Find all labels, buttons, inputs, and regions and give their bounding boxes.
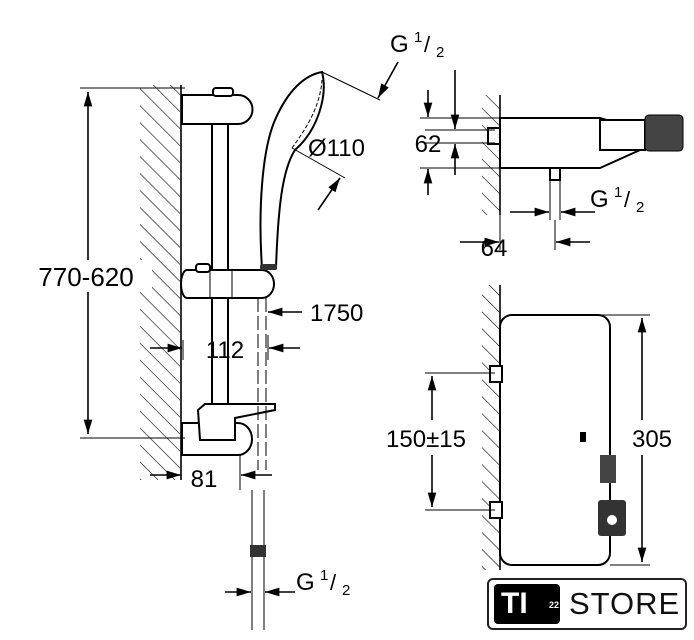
- rail-depth-label: 81: [191, 466, 218, 493]
- slider-offset-label: 112: [206, 337, 244, 364]
- svg-text:1: 1: [414, 29, 422, 46]
- thermostat-front-view: 150±15 305: [386, 285, 672, 570]
- svg-text:1: 1: [614, 184, 622, 201]
- svg-text:1: 1: [320, 567, 328, 584]
- svg-text:/: /: [624, 187, 631, 212]
- inlet-spacing-label: 150±15: [386, 426, 466, 453]
- rail-height-label: 770-620: [38, 262, 133, 292]
- top-bracket: [181, 94, 254, 125]
- soap-tray: [196, 403, 276, 441]
- hose-thread-label: G 1 / 2: [296, 567, 350, 599]
- outlet-thread-label: G 1 / 2: [590, 184, 644, 216]
- thermostat-height-label: 62: [415, 131, 442, 158]
- svg-text:2: 2: [636, 199, 644, 216]
- shower-rail-set: 770-620 Ø110 1750 112 81 G 1 / 2: [22, 61, 399, 630]
- svg-text:G: G: [590, 186, 609, 213]
- temperature-knob: [644, 114, 684, 152]
- svg-text:G: G: [296, 569, 315, 596]
- inlet-thread-label: G 1 / 2: [390, 29, 444, 61]
- logo-store-text: STORE: [569, 586, 681, 621]
- svg-text:/: /: [330, 570, 337, 595]
- thermostat-front-body: [499, 314, 611, 566]
- hand-shower: [259, 70, 325, 269]
- diameter-label: Ø110: [308, 135, 365, 162]
- thermostat-width-label: 305: [632, 426, 672, 453]
- thermostat-side-view: G 1 / 2 62 G 1 / 2 64: [390, 29, 684, 262]
- hose-length-label: 1750: [310, 300, 363, 327]
- slider: [180, 269, 275, 299]
- thermostat-depth-label: 64: [481, 235, 508, 262]
- svg-text:/: /: [424, 32, 431, 57]
- svg-text:2: 2: [436, 44, 444, 61]
- svg-text:2: 2: [342, 582, 350, 599]
- flow-knob: [600, 455, 616, 483]
- hose-nut: [250, 545, 266, 557]
- svg-text:G: G: [390, 31, 409, 58]
